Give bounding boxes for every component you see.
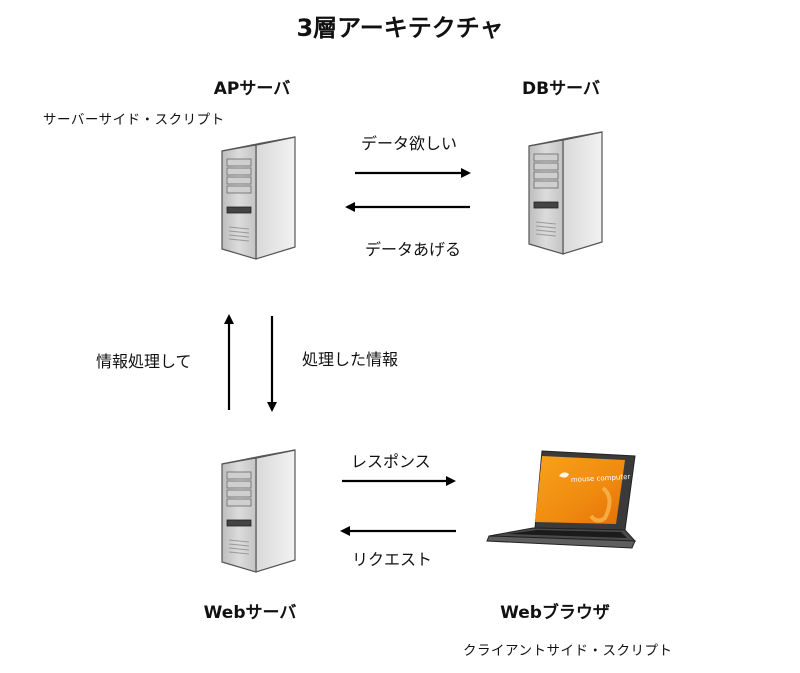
edge-label-db-to-ap: データあげる xyxy=(365,240,462,259)
edge-label-browser-to-web: リクエスト xyxy=(352,550,433,569)
edge-label-ap-to-db: データ欲しい xyxy=(361,134,458,153)
arrow-ap-to-db xyxy=(355,168,471,178)
laptop-brand-text: mouse computer xyxy=(571,473,631,484)
arrow-browser-to-web xyxy=(340,526,456,536)
browser-note: クライアントサイド・スクリプト xyxy=(463,643,673,659)
edge-label-ap-to-web: 処理した情報 xyxy=(302,350,399,369)
edge-label-web-to-ap: 情報処理して xyxy=(96,352,192,371)
edge-label-web-to-browser: レスポンス xyxy=(351,452,431,471)
db-server-label: DBサーバ xyxy=(522,79,600,99)
arrow-db-to-ap xyxy=(345,202,470,212)
arrow-ap-to-web xyxy=(267,316,277,412)
arrow-web-to-browser xyxy=(342,476,456,486)
browser-label: Webブラウザ xyxy=(500,603,610,623)
ap-server-note: サーバーサイド・スクリプト xyxy=(43,112,225,128)
arrow-web-to-ap xyxy=(224,314,234,410)
web-server-label: Webサーバ xyxy=(203,603,297,623)
ap-server-label: APサーバ xyxy=(213,79,291,99)
ap-server-icon xyxy=(221,136,296,260)
diagram-title: 3層アーキテクチャ xyxy=(296,14,504,42)
laptop-icon: mouse computer xyxy=(486,450,637,549)
db-server-icon xyxy=(528,131,603,255)
web-server-icon xyxy=(221,449,296,573)
